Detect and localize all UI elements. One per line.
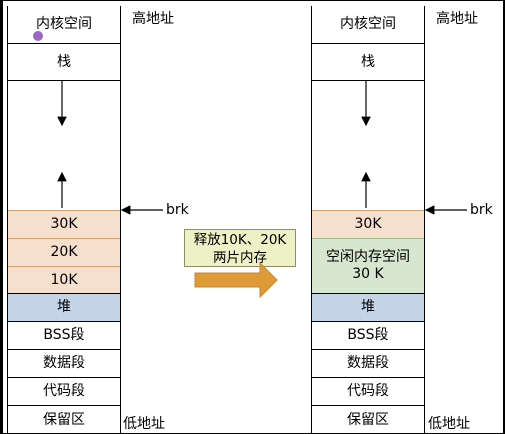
right-segment-code: 代码段 [312, 377, 424, 405]
left-high-address-label: 高地址 [132, 11, 174, 27]
left-memory-layout: 内核空间 栈 30K 20K 10K 堆 BSS段 数据段 代码段 保留区 [7, 6, 121, 434]
right-segment-stack: 栈 [312, 43, 424, 80]
left-segment-30k: 30K [8, 210, 120, 238]
left-heap-label: 堆 [57, 299, 71, 316]
left-stack-label: 栈 [57, 53, 71, 70]
right-memory-layout: 内核空间 栈 30K 空闲内存空间 30 K 堆 BSS段 数据段 代码段 保留… [311, 6, 425, 434]
left-segment-kernel: 内核空间 [8, 6, 120, 43]
left-10k-label: 10K [50, 271, 78, 288]
left-code-label: 代码段 [43, 383, 85, 400]
left-segment-bss: BSS段 [8, 321, 120, 349]
left-kernel-label: 内核空间 [36, 16, 92, 33]
right-segment-30k: 30K [312, 210, 424, 238]
right-gap [312, 80, 424, 210]
right-code-label: 代码段 [347, 383, 389, 400]
left-segment-heap: 堆 [8, 293, 120, 321]
left-low-address-label: 低地址 [123, 416, 165, 432]
arrows-layer [57, 81, 467, 299]
right-brk-label: brk [470, 202, 493, 218]
transition-note-text: 释放10K、20K 两片内存 [193, 232, 287, 266]
purple-dot-marker [33, 31, 43, 41]
left-segment-reserved: 保留区 [8, 405, 120, 434]
transition-note: 释放10K、20K 两片内存 [184, 229, 296, 267]
right-segment-data: 数据段 [312, 349, 424, 377]
right-heap-label: 堆 [361, 299, 375, 316]
right-segment-kernel: 内核空间 [312, 6, 424, 43]
left-segment-stack: 栈 [8, 43, 120, 80]
right-segment-bss: BSS段 [312, 321, 424, 349]
right-30k-label: 30K [354, 216, 382, 233]
right-segment-free: 空闲内存空间 30 K [312, 238, 424, 293]
right-reserved-label: 保留区 [347, 411, 389, 428]
right-bss-label: BSS段 [347, 327, 389, 344]
right-data-label: 数据段 [347, 355, 389, 372]
right-segment-reserved: 保留区 [312, 405, 424, 434]
right-low-address-label: 低地址 [428, 416, 470, 432]
left-segment-data: 数据段 [8, 349, 120, 377]
left-gap [8, 80, 120, 210]
transition-arrow [194, 261, 278, 299]
left-brk-label: brk [166, 202, 189, 218]
right-kernel-label: 内核空间 [340, 16, 396, 33]
right-high-address-label: 高地址 [436, 11, 478, 27]
right-stack-label: 栈 [361, 53, 375, 70]
right-free-label: 空闲内存空间 30 K [326, 249, 410, 282]
right-segment-heap: 堆 [312, 293, 424, 321]
left-bss-label: BSS段 [43, 327, 85, 344]
left-segment-code: 代码段 [8, 377, 120, 405]
left-20k-label: 20K [50, 244, 78, 261]
left-segment-20k: 20K [8, 238, 120, 266]
diagram-canvas: 内核空间 栈 30K 20K 10K 堆 BSS段 数据段 代码段 保留区 内核… [3, 1, 503, 434]
left-data-label: 数据段 [43, 355, 85, 372]
left-reserved-label: 保留区 [43, 411, 85, 428]
left-segment-10k: 10K [8, 266, 120, 293]
left-30k-label: 30K [50, 216, 78, 233]
